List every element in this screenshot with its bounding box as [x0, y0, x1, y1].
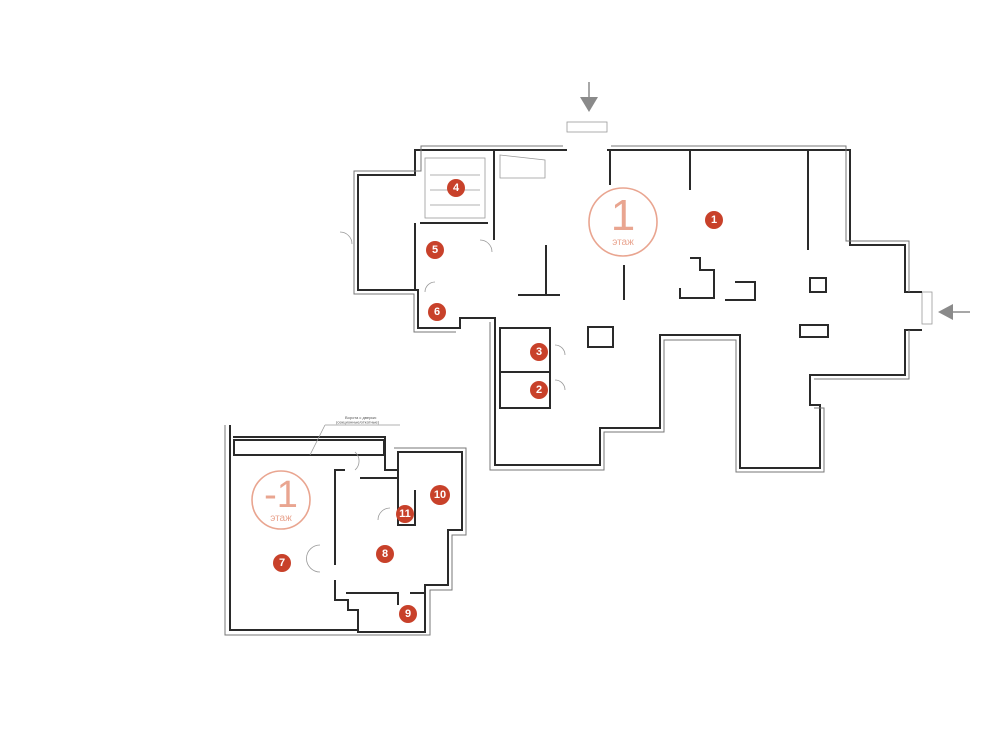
svg-text:2: 2	[536, 384, 542, 396]
svg-text:7: 7	[279, 557, 285, 569]
svg-text:6: 6	[434, 306, 440, 318]
svg-text:5: 5	[432, 244, 438, 256]
entrance-arrow-right	[938, 304, 970, 320]
svg-text:1: 1	[711, 214, 717, 226]
room-marker-10[interactable]: 10	[430, 485, 450, 505]
svg-text:9: 9	[405, 608, 411, 620]
room-marker-6[interactable]: 6	[428, 303, 446, 321]
entrance-door-top	[566, 121, 608, 133]
gate-note-line2: (секционные/откатные)	[336, 420, 380, 425]
svg-text:3: 3	[536, 346, 542, 358]
floor-1-walls	[339, 145, 922, 473]
gate-note-line1: Ворота с дверью	[345, 415, 376, 420]
floor-number: -1	[264, 474, 298, 516]
room-marker-2[interactable]: 2	[530, 381, 548, 399]
entrance-arrow-top	[580, 82, 598, 112]
room-marker-8[interactable]: 8	[376, 545, 394, 563]
room-marker-9[interactable]: 9	[399, 605, 417, 623]
room-marker-1[interactable]: 1	[705, 211, 723, 229]
room-marker-5[interactable]: 5	[426, 241, 444, 259]
room-marker-7[interactable]: 7	[273, 554, 291, 572]
room-marker-4[interactable]: 4	[447, 179, 465, 197]
floor-minus1-label: -1 этаж	[251, 470, 311, 530]
room-marker-3[interactable]: 3	[530, 343, 548, 361]
floor-label: этаж	[612, 237, 634, 248]
svg-text:8: 8	[382, 548, 388, 560]
floor-minus1-walls: Ворота с дверью (секционные/откатные)	[224, 415, 467, 636]
room-marker-11[interactable]: 11	[396, 505, 414, 523]
floor-label: этаж	[270, 513, 292, 524]
svg-text:10: 10	[434, 489, 446, 501]
svg-text:11: 11	[399, 508, 411, 520]
floor-number: 1	[611, 191, 635, 240]
entrance-door-right	[921, 291, 933, 325]
floor-1-label: 1 этаж	[588, 187, 658, 257]
svg-text:4: 4	[453, 182, 460, 194]
